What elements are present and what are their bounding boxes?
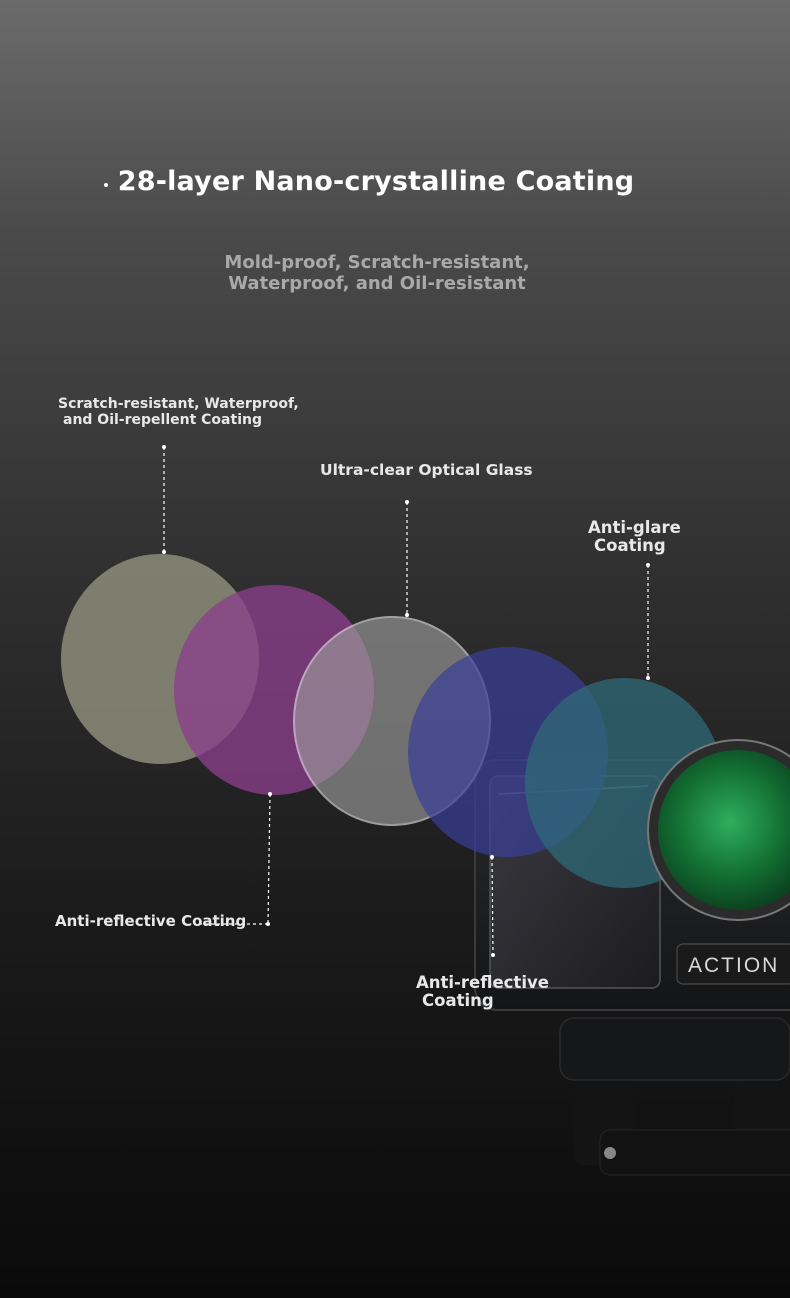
label-line: Anti-glare bbox=[588, 518, 681, 537]
filter-lens bbox=[658, 750, 790, 910]
camera-mount bbox=[559, 1017, 790, 1081]
mount-clamp bbox=[599, 1129, 790, 1176]
label-anti-reflective-coating-left: Anti-reflective Coating bbox=[55, 913, 246, 929]
title-bullet bbox=[104, 183, 108, 187]
leader-dots bbox=[162, 445, 650, 957]
label-line: Anti-reflective bbox=[416, 973, 549, 992]
label-line: Coating bbox=[594, 536, 666, 555]
label-line: Anti-reflective Coating bbox=[55, 912, 247, 930]
subtitle-line-2: Waterproof, and Oil-resistant bbox=[228, 273, 526, 294]
label-line: Ultra-clear Optical Glass bbox=[320, 461, 533, 479]
brand-plate bbox=[676, 943, 790, 985]
page-title: 28-layer Nano-crystalline Coating bbox=[117, 166, 635, 197]
label-anti-reflective-coating-center: Anti-reflective Coating bbox=[416, 974, 549, 1010]
mount-screw bbox=[604, 1147, 616, 1159]
label-anti-glare-coating: Anti-glare Coating bbox=[588, 519, 681, 555]
page-subtitle: Mold-proof, Scratch-resistant, Waterproo… bbox=[140, 252, 614, 294]
leader-lines bbox=[163, 447, 649, 956]
label-line: Coating bbox=[422, 991, 494, 1010]
subtitle-line-1: Mold-proof, Scratch-resistant, bbox=[224, 252, 530, 273]
label-scratch-resistant-coating: Scratch-resistant, Waterproof, and Oil-r… bbox=[58, 396, 299, 428]
label-line: Scratch-resistant, Waterproof, bbox=[58, 396, 299, 412]
label-line: and Oil-repellent Coating bbox=[63, 412, 262, 428]
camera-brand-text: ACTION bbox=[688, 954, 779, 977]
label-optical-glass: Ultra-clear Optical Glass bbox=[320, 461, 533, 479]
